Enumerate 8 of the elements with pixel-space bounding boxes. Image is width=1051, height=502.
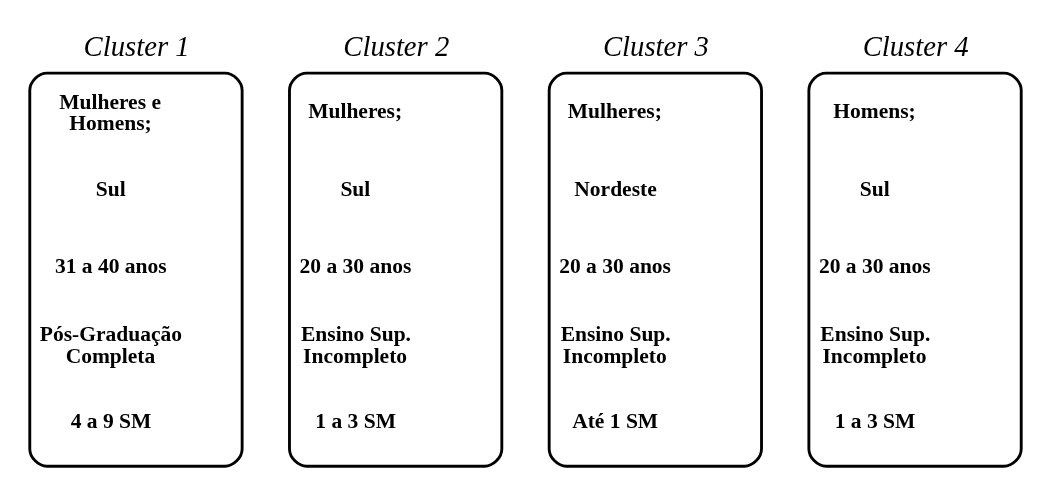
- node-box: Mulheres; Sul 20 a 30 anos Ensino Sup. Incompleto 1 a 3 SM: [288, 71, 504, 468]
- node-label: Cluster 4: [862, 29, 969, 62]
- node-label: Cluster 3: [602, 29, 709, 62]
- node-label: Cluster 2: [343, 29, 450, 62]
- node-box: Mulheres e Homens; Sul 31 a 40 anos Pós-Graduação Completa 4 a 9 SM: [28, 71, 244, 468]
- node-box: Mulheres; Nordeste 20 a 30 anos Ensino Sup. Incompleto Até 1 SM: [547, 71, 763, 468]
- node-box: Homens; Sul 20 a 30 anos Ensino Sup. Incompleto 1 a 3 SM: [807, 71, 1023, 468]
- node-label: Cluster 1: [83, 29, 190, 62]
